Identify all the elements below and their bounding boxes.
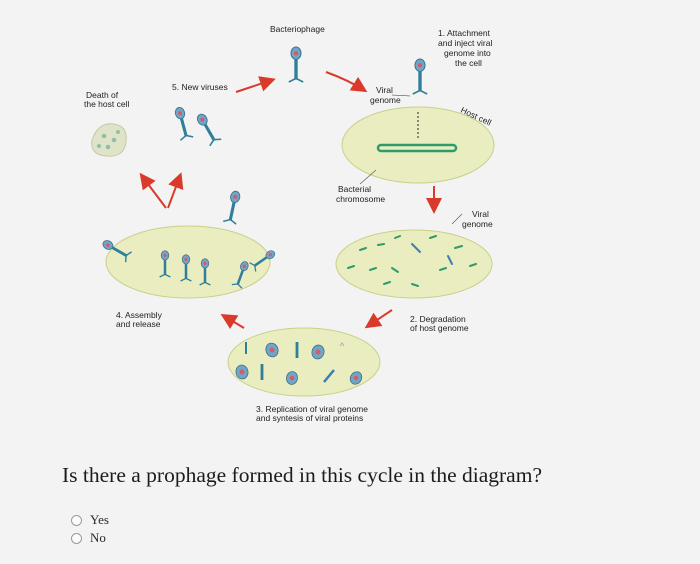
question-text: Is there a prophage formed in this cycle… xyxy=(62,463,542,487)
radio-yes[interactable] xyxy=(71,514,82,526)
step1-label-line3: genome into xyxy=(444,48,491,58)
bacterial-chromosome-label-1: Bacterial xyxy=(338,184,371,194)
bacterial-chromosome xyxy=(376,143,458,153)
dead-cell-remnant xyxy=(91,123,127,157)
step1-label-line1: 1. Attachment xyxy=(438,28,491,38)
step1-label-line2: and inject viral xyxy=(438,38,492,48)
replication-label-line1: 3. Replication of viral genome xyxy=(256,404,368,414)
answer-yes-label: Yes xyxy=(90,512,109,527)
replication-label-line2: and syntesis of viral proteins xyxy=(256,413,363,423)
arrow-to-new-viruses xyxy=(167,172,184,209)
step1-label-line4: the cell xyxy=(455,58,482,68)
arrow-new-viruses xyxy=(235,76,276,93)
new-viruses-label: 5. New viruses xyxy=(172,82,228,92)
viral-genome-right-label-1: Viral xyxy=(472,209,489,219)
lytic-cycle-diagram: Bacteriophage 1. Attachment and inject v… xyxy=(84,24,495,423)
viral-genome-strand xyxy=(411,243,453,265)
assembly-label-line2: and release xyxy=(116,319,161,329)
bacteriophage-label: Bacteriophage xyxy=(270,24,325,34)
death-label-line1: Death of xyxy=(86,90,119,100)
host-genome-fragments xyxy=(347,235,477,287)
viral-genome-top-label-1: Viral xyxy=(376,85,393,95)
answer-option-yes[interactable]: Yes xyxy=(71,512,109,528)
released-phage-icon xyxy=(222,189,244,225)
degradation-cell xyxy=(335,229,493,299)
answer-no-label: No xyxy=(90,530,106,545)
arrow-phage-to-cell xyxy=(325,71,368,93)
viral-genome-top-label-2: genome xyxy=(370,95,401,105)
arrow-to-death xyxy=(139,172,167,209)
answer-option-no[interactable]: No xyxy=(71,530,106,546)
degradation-label-line1: 2. Degradation xyxy=(410,314,466,324)
new-virus-icon xyxy=(171,105,194,142)
degradation-label-line2: of host genome xyxy=(410,323,469,333)
viral-genome-right-label-2: genome xyxy=(462,219,493,229)
arrow-to-assembly xyxy=(220,313,245,330)
arrow-to-replication xyxy=(364,309,393,329)
death-label-line2: the host cell xyxy=(84,99,129,109)
bacteriophage-icon xyxy=(287,46,305,83)
assembly-label-line1: 4. Assembly xyxy=(116,310,163,320)
attached-phage-icon xyxy=(411,58,429,95)
replication-cell xyxy=(227,327,381,397)
viral-components xyxy=(235,342,363,385)
new-virus-icon xyxy=(192,110,222,147)
bacterial-chromosome-label-2: chromosome xyxy=(336,194,385,204)
radio-no[interactable] xyxy=(71,532,82,544)
